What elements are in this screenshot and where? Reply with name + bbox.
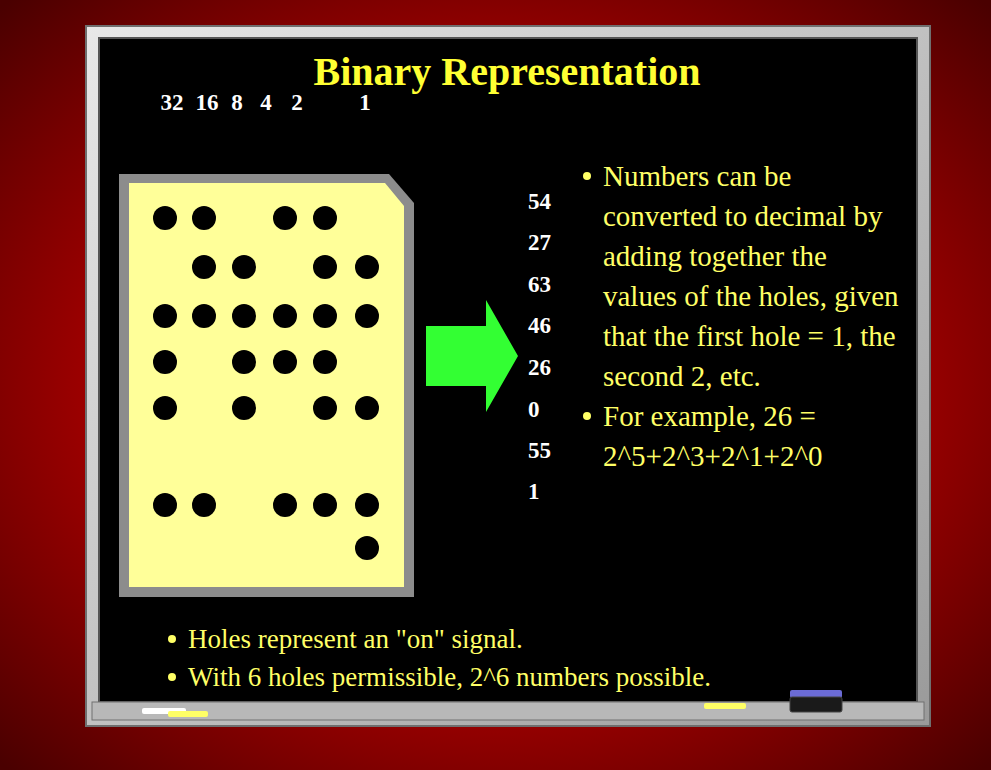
bit-weight: 4 <box>260 90 272 115</box>
bit-weight: 16 <box>196 90 219 115</box>
bit-weight: 8 <box>231 90 243 115</box>
chalk-yellow <box>168 711 208 717</box>
bullet-dot <box>168 635 176 643</box>
decimal-value: 46 <box>528 313 551 338</box>
chalk-yellow <box>704 703 746 709</box>
notes-list: Holes represent an "on" signal.With 6 ho… <box>168 620 908 696</box>
bullet-item: Holes represent an "on" signal. <box>168 620 908 658</box>
bullet-dot <box>583 412 591 420</box>
decimal-value: 0 <box>528 397 540 422</box>
eraser <box>790 697 842 712</box>
card-shadow <box>119 174 414 597</box>
bullet-text: Holes represent an "on" signal. <box>188 620 903 658</box>
board-frame <box>86 26 930 726</box>
bullet-item: For example, 26 = 2^5+2^3+2^1+2^0 <box>583 396 905 476</box>
bit-weight: 1 <box>359 90 371 115</box>
bullet-item: Numbers can be converted to decimal by a… <box>583 156 905 396</box>
bullet-text: For example, 26 = 2^5+2^3+2^1+2^0 <box>603 396 903 476</box>
bullet-dot <box>583 172 591 180</box>
notes-list: Numbers can be converted to decimal by a… <box>583 156 905 476</box>
bit-weight: 32 <box>161 90 184 115</box>
decimal-value: 26 <box>528 355 551 380</box>
holes <box>153 206 379 560</box>
board <box>99 38 917 702</box>
bullet-item: With 6 holes permissible, 2^6 numbers po… <box>168 658 908 696</box>
decimal-value: 63 <box>528 272 551 297</box>
decimal-value: 55 <box>528 438 551 463</box>
bullet-text: Numbers can be converted to decimal by a… <box>603 156 903 396</box>
bit-weight: 2 <box>291 90 303 115</box>
bullet-dot <box>168 673 176 681</box>
decimal-value: 1 <box>528 479 540 504</box>
title: Binary Representation <box>313 50 700 94</box>
bullet-text: With 6 holes permissible, 2^6 numbers po… <box>188 658 903 696</box>
punch-card <box>129 183 404 587</box>
decimal-value: 54 <box>528 189 551 214</box>
decimal-value: 27 <box>528 230 551 255</box>
green-arrow <box>426 300 518 412</box>
